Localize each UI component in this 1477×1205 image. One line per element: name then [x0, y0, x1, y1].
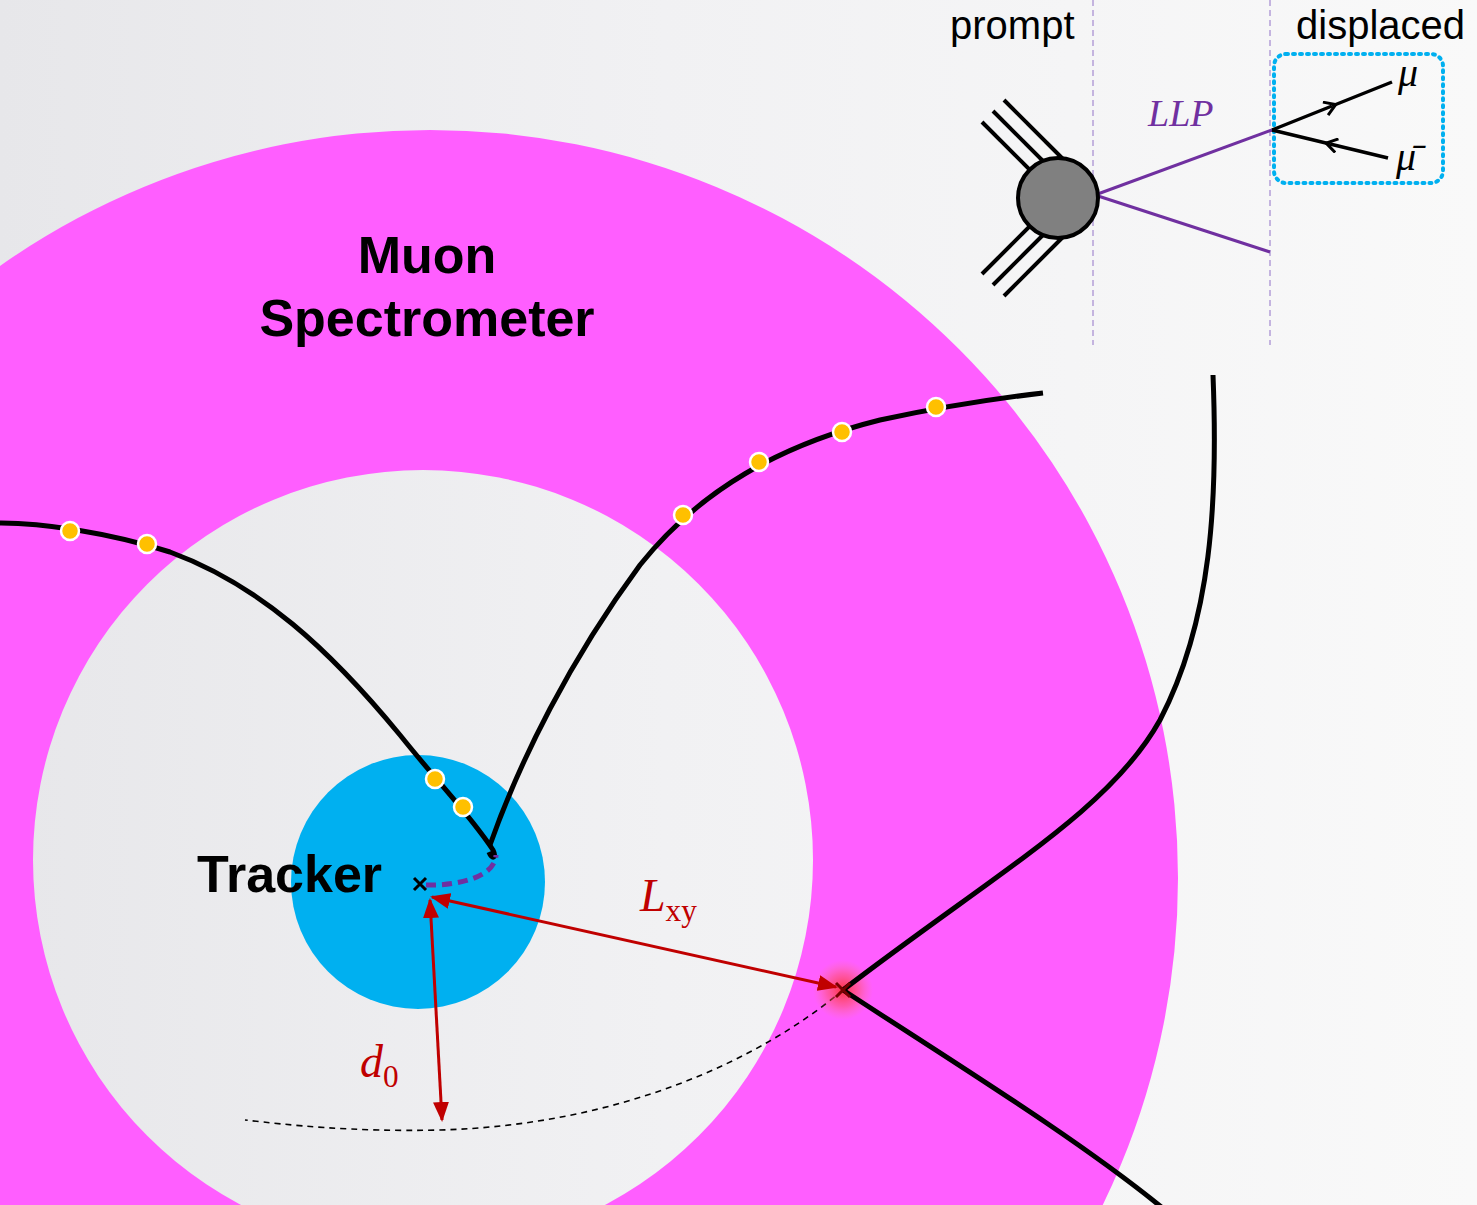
particle-label: LLP — [1148, 92, 1213, 136]
region-label: Tracker — [197, 845, 382, 905]
hit-dot — [833, 423, 851, 441]
disc-shape — [291, 755, 545, 1009]
hit-dot — [61, 522, 79, 540]
particle-label: μ̄ — [1396, 134, 1416, 180]
dimension-label: Lxy — [640, 870, 697, 929]
stage-label: displaced — [1296, 2, 1465, 48]
vertex-cross — [836, 983, 850, 997]
particle-label: μ — [1398, 50, 1418, 96]
vertex-glow — [813, 960, 873, 1020]
dimension-label: d0 — [360, 1036, 399, 1095]
stage-divider — [1269, 0, 1271, 345]
muon-spectrometer-band: Muon Spectrometer — [0, 130, 1178, 1205]
region-label: Muon Spectrometer — [217, 224, 637, 350]
hit-dot — [674, 506, 692, 524]
hit-dot — [426, 770, 444, 788]
displaced-decay-box-outline — [1272, 52, 1445, 185]
llp-line — [1095, 195, 1270, 252]
dotted-frame — [1274, 54, 1443, 183]
displaced-decay-box: μ μ̄ — [1272, 52, 1445, 185]
stage-label: prompt — [950, 2, 1075, 48]
hit-dot — [454, 798, 472, 816]
interaction-blob — [1018, 158, 1098, 238]
llp-line — [1095, 130, 1272, 195]
hit-dot — [750, 453, 768, 471]
tracker-disc: Tracker — [291, 755, 545, 1009]
stage-divider — [1092, 0, 1094, 345]
muon-lines — [1272, 82, 1392, 158]
hit-dot — [927, 398, 945, 416]
ring-shape — [0, 130, 1178, 1205]
hit-dot — [138, 535, 156, 553]
